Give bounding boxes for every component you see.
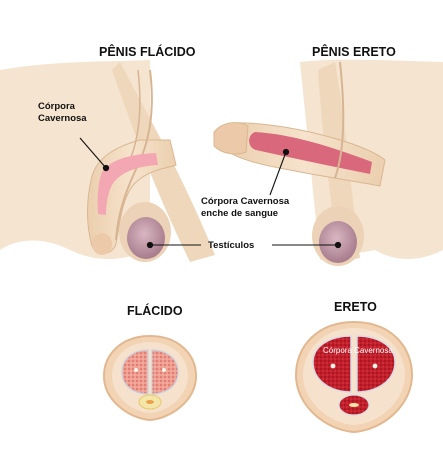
label-engorged-line2: enche de sangue <box>201 208 279 219</box>
label-engorged-line1: Córpora Cavernosa <box>201 196 290 207</box>
leader-lines <box>79 137 342 249</box>
label-corpora: Córpora Cavernosa <box>38 101 87 125</box>
title-erect: PÊNIS ERETO <box>312 45 396 59</box>
flaccid-testicle <box>127 217 165 259</box>
label-corpora-line2: Cavernosa <box>38 113 87 124</box>
erect-corpora <box>249 132 372 174</box>
erect-corpora-inner-label: Córpora Cavernosa <box>323 346 393 355</box>
label-testicles: Testículos <box>208 240 255 251</box>
cross-section-title-flaccid: FLÁCIDO <box>127 304 183 318</box>
flaccid-illustration <box>0 60 215 262</box>
flaccid-corpora <box>97 153 158 215</box>
cross-section-title-erect: ERETO <box>334 300 377 314</box>
erect-illustration <box>213 59 443 266</box>
flaccid-cross-section <box>102 334 198 422</box>
label-corpora-line1: Córpora <box>38 101 75 112</box>
label-engorged: Córpora Cavernosa enche de sangue <box>201 196 289 220</box>
title-flaccid: PÊNIS FLÁCIDO <box>99 45 196 59</box>
erect-cross-section <box>294 320 414 434</box>
